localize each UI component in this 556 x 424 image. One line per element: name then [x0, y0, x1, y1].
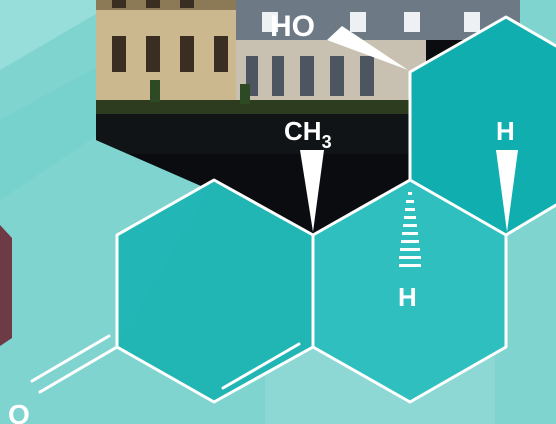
bond-lines [30, 15, 556, 404]
maroon-accent [0, 225, 12, 346]
methyl-wedge-bond [300, 150, 324, 232]
hydroxyl-label: HO [270, 10, 315, 43]
ring-c [313, 180, 506, 402]
hydrogen-hashed-bond [399, 192, 421, 267]
hydrogen-label-center: H [398, 282, 417, 312]
hydrogen-wedge-bond [496, 150, 518, 232]
background-band [0, 0, 120, 70]
ring-d [410, 17, 556, 235]
ring-a [117, 180, 313, 402]
hydrogen-label-right: H [496, 116, 515, 146]
hydroxyl-wedge-bond [327, 26, 408, 70]
methyl-label: CH3 [284, 116, 332, 152]
ring-a-shade [117, 180, 313, 402]
oxygen-label: O [8, 399, 30, 424]
